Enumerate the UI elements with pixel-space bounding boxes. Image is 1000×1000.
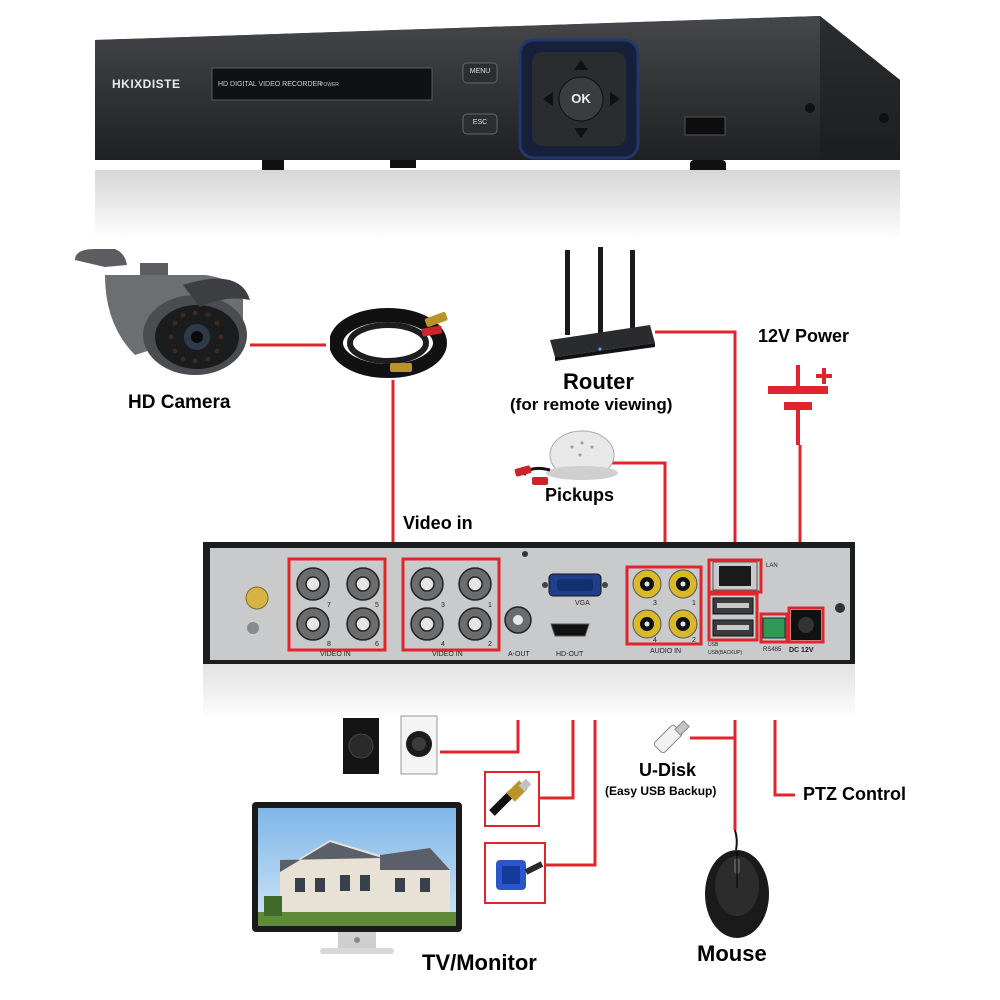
audio-label-2: 2 <box>692 637 696 644</box>
power-symbol-icon <box>768 365 832 445</box>
vga-label: VGA <box>575 600 590 607</box>
label-pickups: Pickups <box>545 485 615 505</box>
audio-label-4: 4 <box>653 637 657 644</box>
label-tv-monitor: TV/Monitor <box>422 950 537 975</box>
label-ptz-control: PTZ Control <box>803 784 906 804</box>
tv-monitor-image <box>252 802 462 954</box>
usb-label: USB <box>708 642 719 648</box>
hd-out-label: HD-OUT <box>556 651 584 658</box>
menu-button[interactable]: MENU <box>469 68 491 75</box>
port-label-7: 7 <box>327 602 331 609</box>
dc12v-label: DC 12V <box>789 647 814 654</box>
dvr-back-panel <box>203 542 855 720</box>
u-disk-image <box>653 720 690 754</box>
dvr-front-unit <box>95 16 900 240</box>
dvr-power-text: POWER <box>320 82 339 88</box>
router-image <box>550 247 655 361</box>
audio-label-3: 3 <box>653 600 657 607</box>
mouse-image <box>705 829 769 938</box>
a-out-label: A-OUT <box>508 651 530 658</box>
dvr-model-text: HD DIGITAL VIDEO RECORDER <box>218 81 323 88</box>
label-u-disk: U-Disk <box>639 760 697 780</box>
video-cable-image <box>330 308 448 378</box>
port-label-6: 6 <box>375 641 379 648</box>
label-router: Router <box>563 369 634 394</box>
label-hd-camera: HD Camera <box>128 392 231 413</box>
port-label-8: 8 <box>327 641 331 648</box>
label-mouse: Mouse <box>697 941 767 966</box>
usb-backup-label: USB(BACKUP) <box>708 650 743 656</box>
esc-button[interactable]: ESC <box>472 119 488 126</box>
vga-cable-image <box>484 842 546 904</box>
label-u-disk-sub: (Easy USB Backup) <box>605 784 717 798</box>
lan-label: LAN <box>766 563 778 569</box>
audio-label-1: 1 <box>692 600 696 607</box>
audio-in-label: AUDIO IN <box>650 648 682 655</box>
port-label-5: 5 <box>375 602 379 609</box>
port-label-3: 3 <box>441 602 445 609</box>
video-in-label-right: VIDEO IN <box>432 651 463 658</box>
port-label-1: 1 <box>488 602 492 609</box>
port-label-2: 2 <box>488 641 492 648</box>
port-label-4: 4 <box>441 641 445 648</box>
pickup-microphone-image <box>514 430 618 485</box>
ok-button[interactable]: OK <box>571 91 591 106</box>
label-12v-power: 12V Power <box>758 326 850 346</box>
label-video-in: Video in <box>403 513 473 533</box>
video-in-label-left: VIDEO IN <box>320 651 351 658</box>
speakers-image <box>343 715 438 775</box>
hdmi-cable-image <box>484 771 540 827</box>
hd-camera-image <box>75 249 250 375</box>
dvr-brand: HKIXDISTE <box>112 77 181 91</box>
rs485-label: RS485 <box>763 647 782 653</box>
label-router-sub: (for remote viewing) <box>510 395 673 414</box>
